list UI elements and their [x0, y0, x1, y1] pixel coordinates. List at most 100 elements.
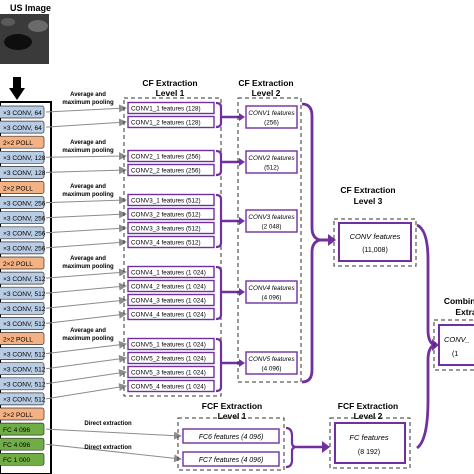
vgg-layer-label: ×3 CONV, 512 — [3, 306, 46, 313]
pooling-caption: maximum pooling — [62, 336, 114, 342]
pooling-connector — [45, 340, 127, 355]
cf-level2-feature-box — [245, 280, 298, 304]
pooling-connector — [45, 238, 127, 249]
vgg-layer-conv — [0, 241, 45, 255]
pooling-connector — [45, 296, 127, 309]
conv-features-box — [338, 222, 412, 262]
cf-level2-feature-name: CONV4 features — [248, 285, 295, 292]
cf-level1-feature-box — [127, 101, 215, 115]
fc-features-count: (8 192) — [358, 449, 380, 456]
fc-features-box — [334, 422, 406, 464]
pooling-caption: Average and — [70, 92, 106, 98]
input-down-arrow-icon — [9, 77, 25, 100]
vgg-layer-fc — [0, 437, 45, 451]
vgg-layer-label: ×3 CONV, 512 — [3, 321, 46, 328]
cf-level2-feature-count: (256) — [264, 120, 279, 127]
cf-level1-feature-label: CONV4_4 features (1 024) — [131, 312, 206, 319]
pooling-caption: maximum pooling — [62, 100, 114, 106]
combined-features-name: CONV_ — [444, 335, 470, 344]
vgg-layer-conv — [0, 392, 45, 406]
cf-level2-feature-box — [245, 351, 298, 375]
cf-level1-brace — [215, 149, 223, 177]
cf-level1-brace — [215, 265, 223, 321]
vgg-layer-pool — [0, 135, 45, 149]
vgg-layer-fc — [0, 422, 45, 436]
cf-level1-feature-label: CONV4_3 features (1 024) — [131, 298, 206, 305]
fcf-level1-to-level2-arrow-icon — [322, 441, 330, 453]
pooling-connector — [45, 282, 127, 294]
cf-level2-feature-name: CONV1 features — [248, 110, 295, 117]
ultrasound-image — [0, 14, 49, 64]
cf-level1-feature-label: CONV5_1 features (1 024) — [131, 342, 206, 349]
cf-level2-feature-count: (2 048) — [262, 224, 282, 231]
vgg-layer-conv — [0, 271, 45, 285]
cf-level1-to-level2-arrow-icon — [239, 113, 245, 121]
pooling-caption: Average and — [70, 184, 106, 190]
cf-level1-feature-label: CONV1_2 features (128) — [131, 120, 201, 127]
vgg-layer-fc — [0, 452, 45, 466]
pooling-connector — [45, 354, 127, 370]
vgg-layer-label: 2×2 POLL — [3, 185, 33, 192]
vgg-layer-pool — [0, 407, 45, 421]
cf-level1-feature-box — [127, 379, 215, 393]
vgg-layer-conv — [0, 166, 45, 179]
fcf-level1-feature-label: FC6 features (4 096) — [199, 434, 264, 441]
vgg-layer-label: ×3 CONV, 512 — [3, 397, 46, 404]
pooling-caption: Average and — [70, 256, 106, 262]
vgg-layer-conv — [0, 347, 45, 360]
cf-level1-feature-label: CONV5_4 features (1 024) — [131, 384, 206, 391]
vgg-layer-label: ×3 CONV, 128 — [3, 170, 46, 177]
fcf-level1-panel — [177, 417, 285, 471]
cf-level1-feature-label: CONV2_2 features (256) — [131, 168, 201, 175]
cf-level1-feature-box — [127, 207, 215, 221]
cf-level2-feature-name: CONV3 features — [248, 214, 295, 221]
pooling-connector — [45, 383, 127, 400]
pooling-connector — [45, 369, 127, 385]
vgg-layer-label: ×3 CONV, 256 — [3, 216, 46, 223]
fc-features-name: FC features — [349, 433, 388, 442]
cf-level1-feature-label: CONV3_4 features (512) — [131, 240, 201, 247]
vgg-layer-conv — [0, 120, 45, 134]
vgg-layer-conv — [0, 226, 45, 240]
cf-level1-feature-box — [127, 351, 215, 365]
direct-extraction-connector — [45, 428, 182, 440]
vgg-layer-conv — [0, 211, 45, 225]
pooling-connector — [45, 196, 127, 205]
fcf-level1-feature-box — [182, 428, 280, 444]
cf-level2-panel — [237, 97, 302, 383]
vgg-layer-label: ×3 CONV, 512 — [3, 291, 46, 298]
cf-level1-feature-label: CONV3_3 features (512) — [131, 226, 201, 233]
vgg-layer-pool — [0, 256, 45, 270]
cf-level1-to-level2-arrow-icon — [239, 359, 245, 367]
vgg-layer-label: ×3 CONV, 64 — [3, 125, 42, 132]
combined-features-count: (1 — [452, 351, 458, 358]
vgg-layer-label: ×3 CONV, 64 — [3, 110, 42, 117]
pooling-connector — [45, 310, 127, 324]
cf-level1-feature-label: CONV3_2 features (512) — [131, 212, 201, 219]
vgg-layer-label: ×3 CONV, 512 — [3, 351, 46, 358]
cf-level1-feature-box — [127, 279, 215, 293]
fcf-level1-feature-box — [182, 451, 280, 467]
cf-level2-feature-count: (4 096) — [262, 295, 282, 302]
cf-level1-feature-label: CONV4_2 features (1 024) — [131, 284, 206, 291]
direct-extraction-caption: Direct extraction — [84, 421, 132, 427]
cf-level2-brace — [301, 102, 321, 384]
cf-level1-feature-box — [127, 193, 215, 207]
fcf-level1-feature-label: FC7 features (4 096) — [199, 457, 264, 464]
vgg-layer-label: FC 4 096 — [3, 442, 30, 449]
cf-level1-brace — [215, 337, 223, 393]
cf-level1-feature-label: CONV1_1 features (128) — [131, 106, 201, 113]
vgg-layer-conv — [0, 377, 45, 391]
cf-level1-panel — [123, 97, 222, 397]
fcf-level1-brace — [285, 426, 298, 469]
cf-level1-feature-label: CONV5_2 features (1 024) — [131, 356, 206, 363]
vgg-layer-pool — [0, 332, 45, 345]
cf-level1-feature-label: CONV4_1 features (1 024) — [131, 270, 206, 277]
cf-level1-feature-box — [127, 221, 215, 235]
cf-level1-brace — [215, 193, 223, 249]
pooling-connector — [45, 118, 127, 128]
